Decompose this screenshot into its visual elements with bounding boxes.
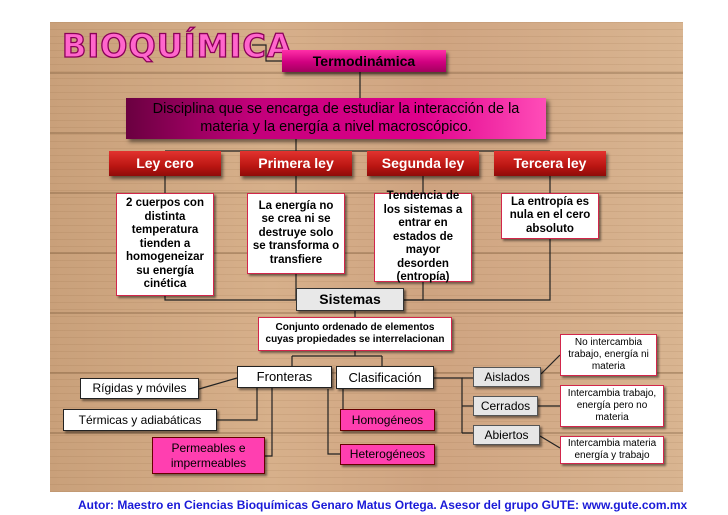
connector-fronteras-permeables: [265, 388, 273, 457]
law-cero-description: 2 cuerpos con distinta temperatura tiend…: [116, 193, 214, 296]
title-box: Termodinámica: [282, 50, 446, 72]
connector-clasif-heterogeneos: [327, 389, 340, 455]
law-tercera: Tercera ley: [494, 151, 606, 176]
aislados-description: No intercambia trabajo, energía ni mater…: [560, 334, 657, 376]
sistemas-box: Sistemas: [296, 288, 404, 311]
clasificacion-box: Clasificación: [336, 366, 434, 389]
frontera-permeables-impermeables: Permeables e impermeables: [152, 437, 265, 474]
law-cero: Ley cero: [109, 151, 221, 176]
abiertos-description: Intercambia materia energía y trabajo: [560, 436, 664, 464]
frontera-rigidas-moviles: Rígidas y móviles: [80, 378, 199, 399]
law-tercera-description: La entropía es nula en el cero absoluto: [501, 193, 599, 239]
connector-desc0-sistemas: [164, 296, 296, 301]
tipo-aislados: Aislados: [473, 367, 541, 387]
definition-text: Disciplina que se encarga de estudiar la…: [152, 101, 520, 135]
law-primera: Primera ley: [240, 151, 352, 176]
definition-box: Disciplina que se encarga de estudiar la…: [126, 98, 546, 139]
heterogeneos-box: Heterogéneos: [340, 444, 435, 465]
connector-fronteras-rigidas: [198, 377, 238, 390]
connector-fronteras-termicas: [217, 388, 258, 421]
homogeneos-box: Homogéneos: [340, 409, 435, 431]
tipo-cerrados: Cerrados: [473, 396, 538, 416]
law-segunda-description: Tendencia de los sistemas a entrar en es…: [374, 190, 472, 283]
footer-author: Autor: Maestro en Ciencias Bioquímicas G…: [78, 498, 688, 512]
fronteras-box: Fronteras: [237, 366, 332, 388]
law-segunda: Segunda ley: [367, 151, 479, 176]
connector-aislados-desc: [540, 354, 561, 375]
tipo-abiertos: Abiertos: [473, 425, 540, 445]
cerrados-description: Intercambia trabajo, energía pero no mat…: [560, 385, 664, 427]
frontera-termicas-adiabaticas: Térmicas y adiabáticas: [63, 409, 217, 431]
law-primera-description: La energía no se crea ni se destruye sol…: [247, 193, 345, 274]
brand-logo: BIOQUÍMICA: [61, 26, 293, 65]
connector-brand-title: [252, 44, 282, 62]
connector-clasif-tipos: [434, 377, 463, 433]
sistemas-definition: Conjunto ordenado de elementos cuyas pro…: [258, 317, 452, 351]
connector-abiertos-desc: [539, 435, 561, 449]
connector-desc3-sistemas: [404, 239, 551, 301]
